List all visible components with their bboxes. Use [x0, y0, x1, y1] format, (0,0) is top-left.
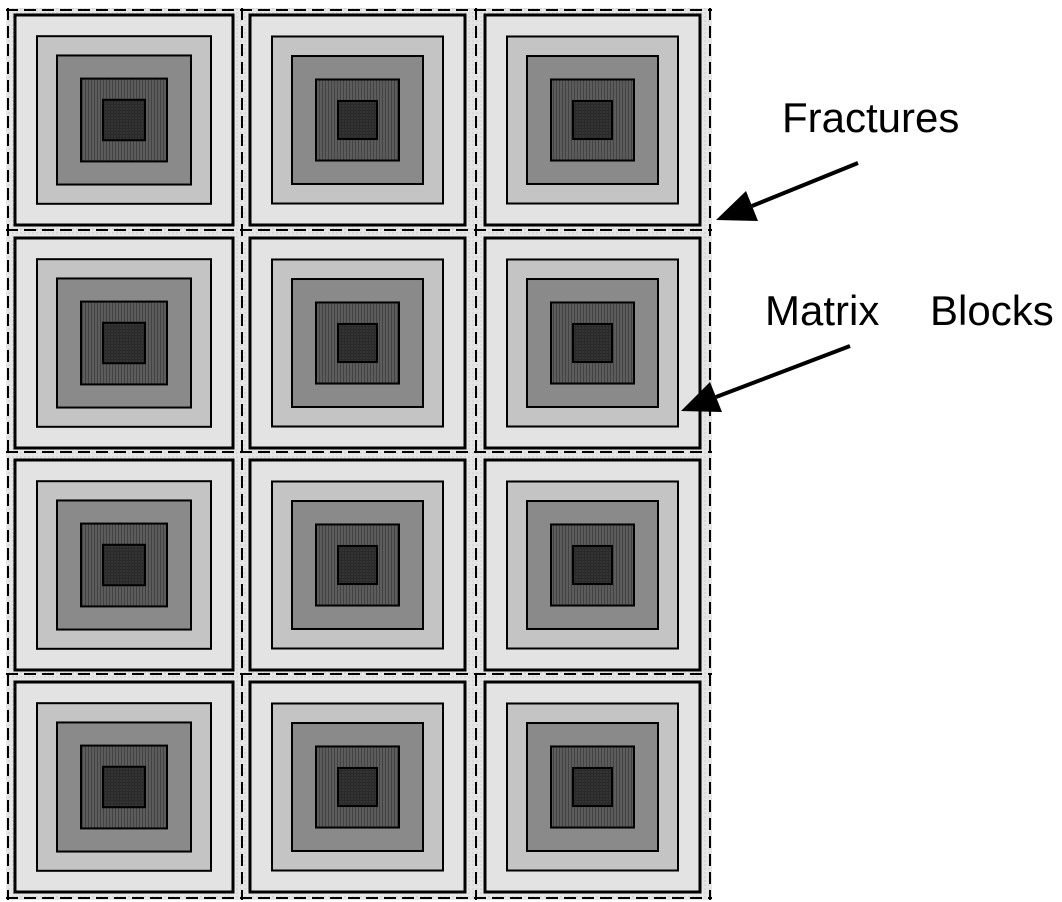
arrow-pointer-icon [716, 191, 758, 221]
matrix-block-grid [13, 13, 702, 894]
fracture-lines [6, 8, 712, 900]
fractures-annotation: Fractures [716, 94, 959, 221]
matrix-block-ring [572, 99, 613, 141]
blocks-label: Blocks [930, 287, 1054, 334]
matrix-block [13, 236, 235, 450]
matrix-block [483, 13, 702, 227]
matrix-block [248, 680, 467, 894]
matrix-block-ring [572, 544, 613, 586]
matrix-block-ring [102, 543, 146, 587]
matrix-block-ring [572, 766, 613, 808]
matrix-block-ring [337, 322, 378, 364]
matrix-block-ring [102, 98, 146, 142]
matrix-block [248, 458, 467, 672]
matrix-block-ring [80, 522, 168, 608]
matrix-block-ring [102, 765, 146, 809]
matrix-block-ring [337, 766, 378, 808]
matrix-block-ring [337, 544, 378, 586]
fractures-arrow-shaft [751, 161, 859, 208]
matrix-label: Matrix [765, 287, 879, 334]
matrix-block-ring [102, 321, 146, 365]
fractures-label: Fractures [782, 94, 959, 141]
matrix-blocks-arrow-shaft [715, 344, 851, 399]
matrix-block [248, 236, 467, 450]
matrix-block [483, 236, 702, 450]
matrix-block-ring [526, 722, 659, 852]
matrix-block [13, 458, 235, 672]
matrix-block [483, 458, 702, 672]
matrix-block [13, 13, 235, 227]
matrix-block [13, 680, 235, 894]
matrix-blocks-annotation: Matrix Blocks [681, 287, 1054, 412]
matrix-block [248, 13, 467, 227]
matrix-block-ring [572, 322, 613, 364]
matrix-block [483, 680, 702, 894]
matrix-block-ring [337, 99, 378, 141]
arrow-pointer-icon [681, 382, 722, 412]
